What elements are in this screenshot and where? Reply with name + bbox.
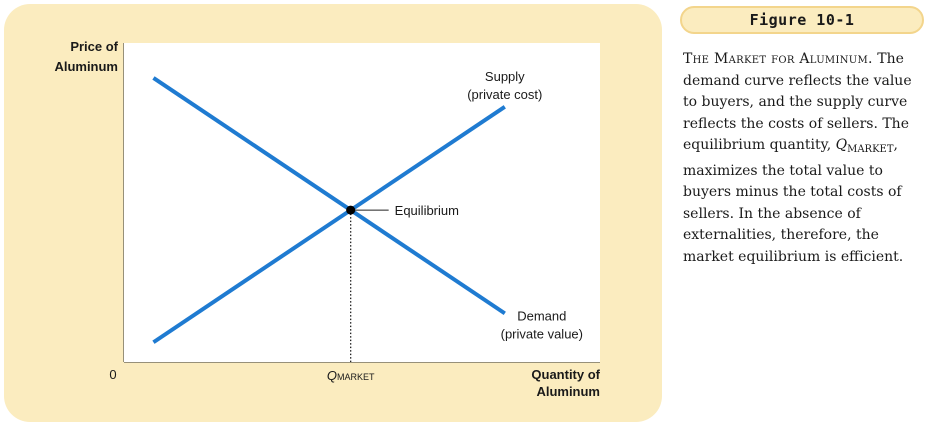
equilibrium-point xyxy=(346,205,356,215)
origin-label: 0 xyxy=(109,367,116,382)
q-subscript: MARKET xyxy=(337,372,375,382)
caption-text-2: , maximizes the total value to buyers mi… xyxy=(683,137,904,265)
caption-title: The Market for Aluminum. xyxy=(683,51,873,67)
caption-q: Q xyxy=(835,137,848,153)
chart: Price of Aluminum Quantity of Aluminum 0… xyxy=(54,39,600,399)
y-axis-label-line1: Price of xyxy=(70,39,118,54)
q-symbol: Q xyxy=(327,368,337,383)
supply-label-line2: (private cost) xyxy=(467,87,542,102)
caption-text-1: The demand curve reflects the value to b… xyxy=(683,51,912,153)
equilibrium-label: Equilibrium xyxy=(395,203,459,218)
caption-q-subscript: MARKET xyxy=(847,144,894,155)
demand-label-line1: Demand xyxy=(517,308,566,323)
x-axis-label-line1: Quantity of xyxy=(531,367,600,382)
figure-caption: The Market for Aluminum. The demand curv… xyxy=(683,49,927,268)
figure-label: Figure 10-1 xyxy=(680,6,924,34)
x-tick-label-qmarket: QMARKET xyxy=(327,368,375,383)
caption-q-symbol: QMARKET xyxy=(835,137,894,155)
supply-label-line1: Supply xyxy=(485,69,525,84)
x-axis-label-line2: Aluminum xyxy=(536,384,600,399)
demand-label-line2: (private value) xyxy=(501,326,583,341)
demand-curve xyxy=(152,76,506,316)
y-axis-label-line2: Aluminum xyxy=(54,59,118,74)
supply-curve xyxy=(152,105,506,344)
